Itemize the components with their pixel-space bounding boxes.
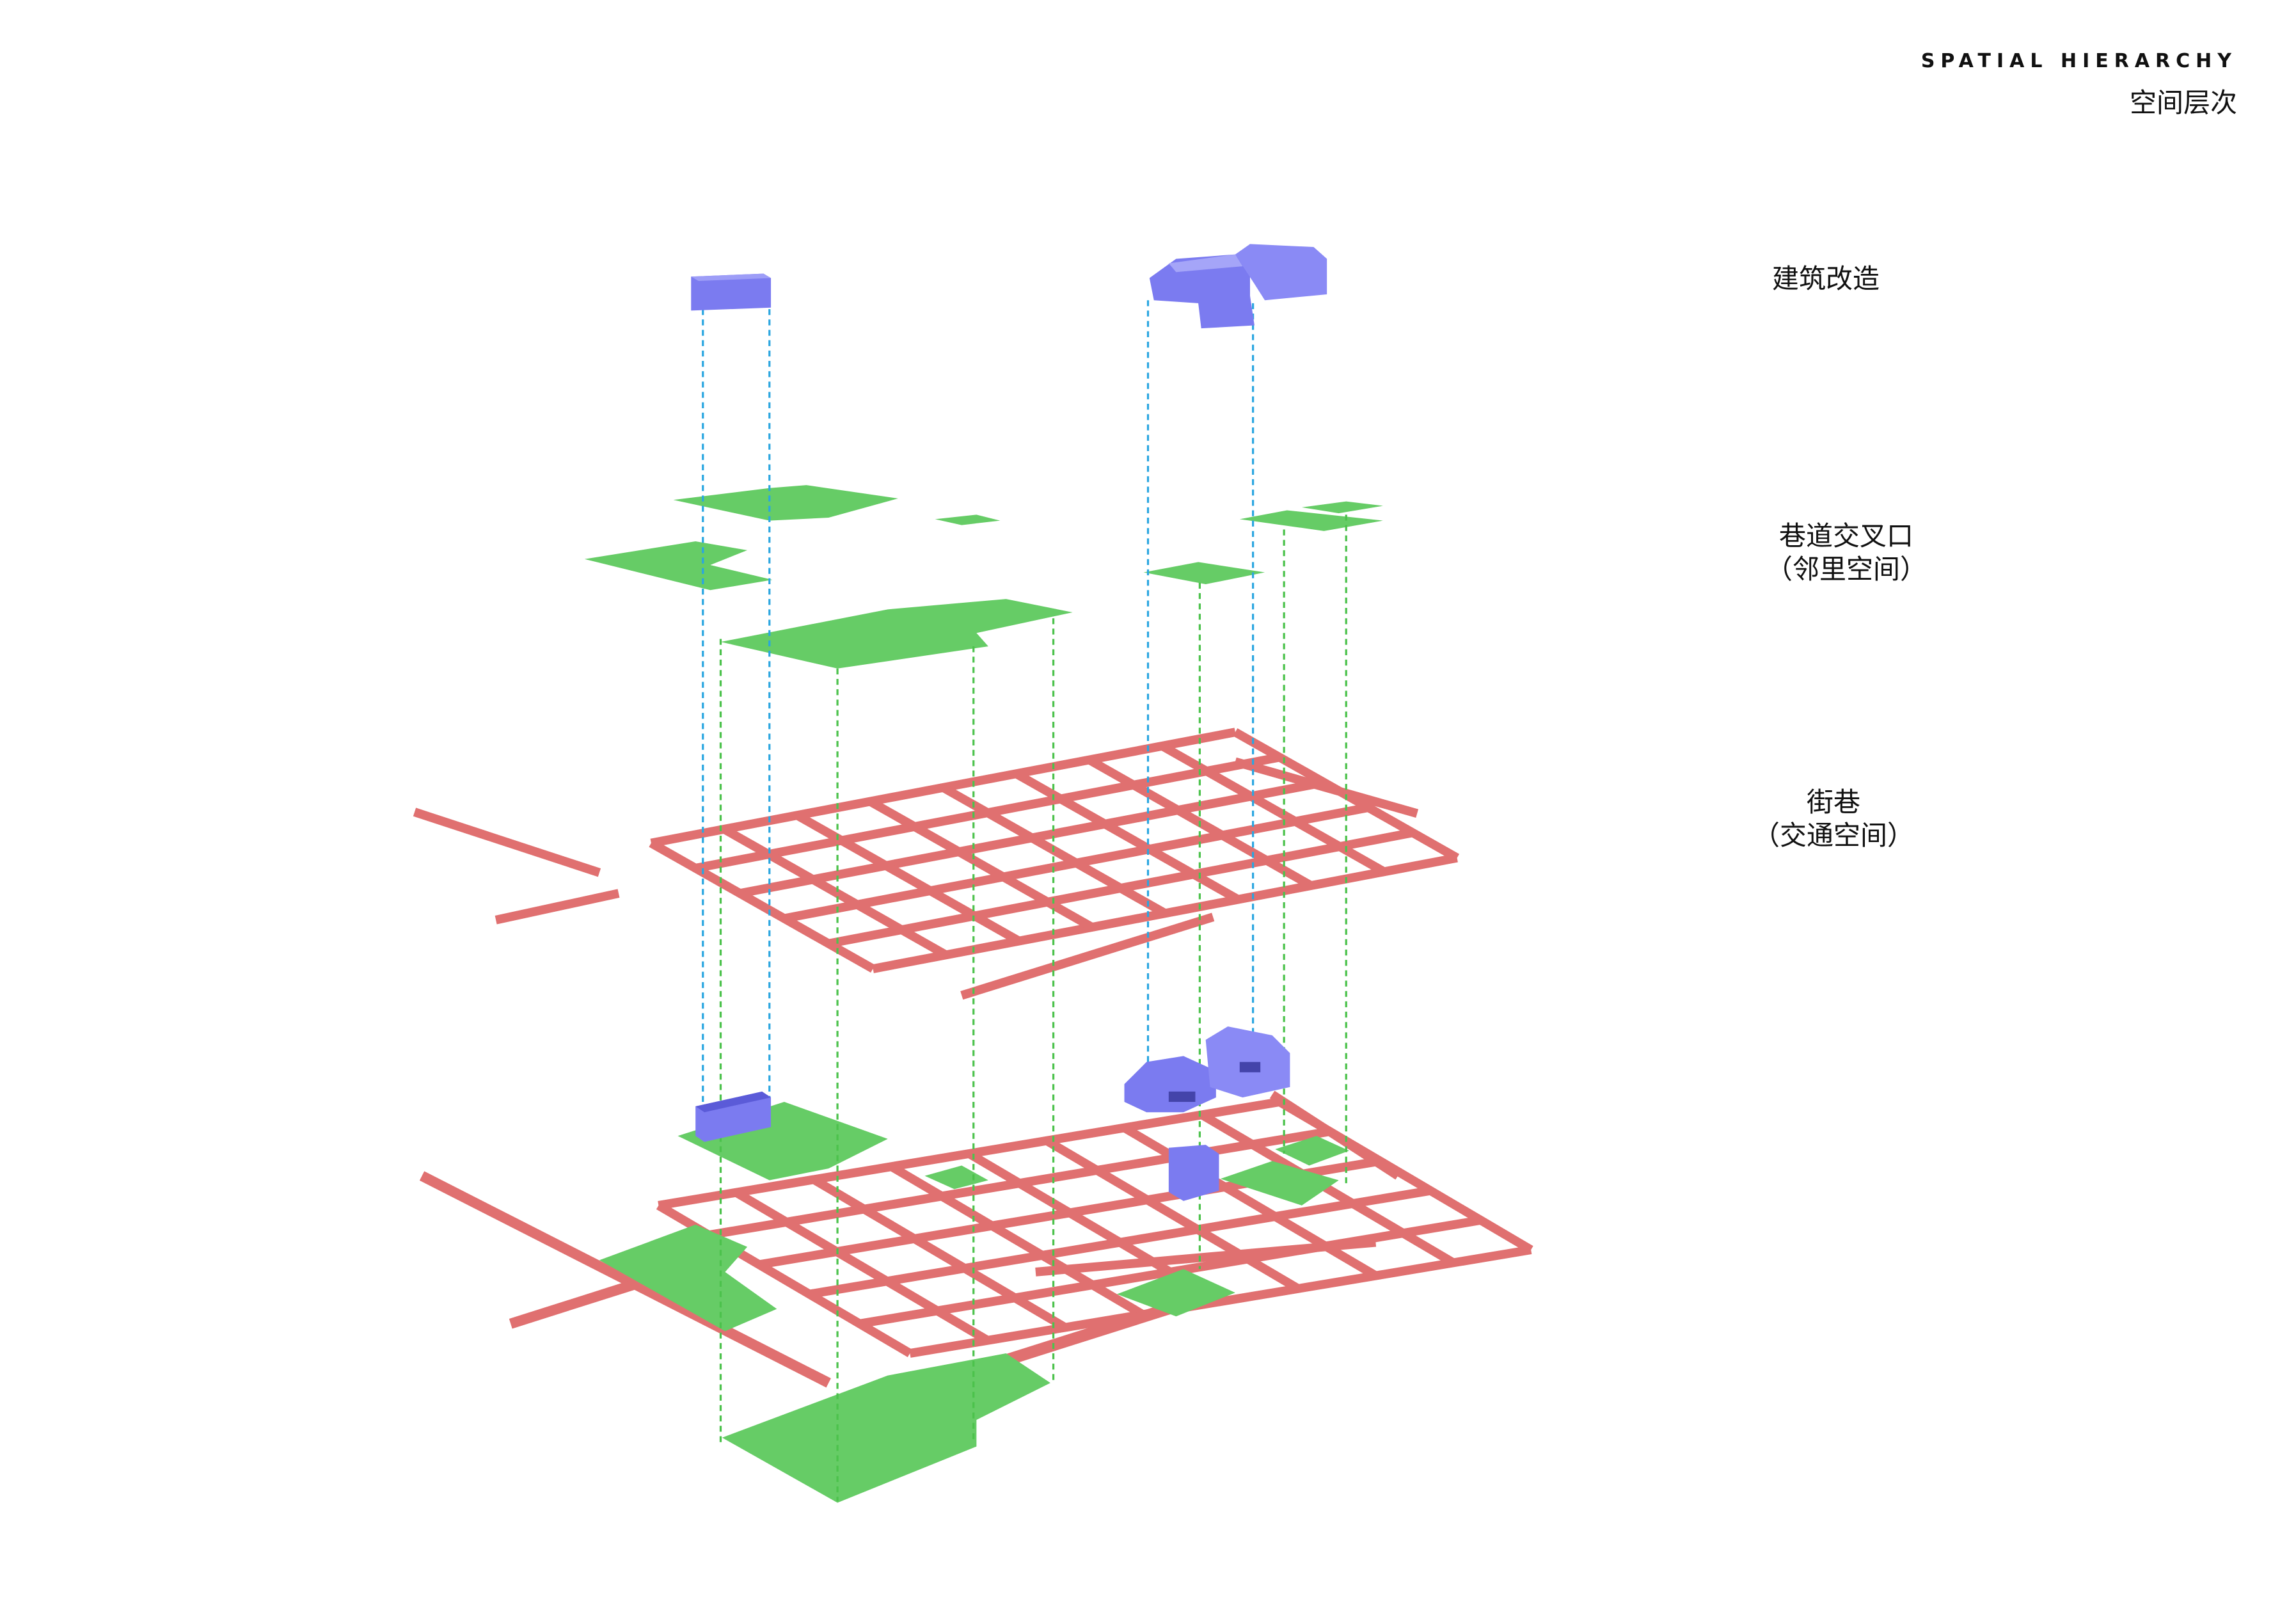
street-segment xyxy=(867,797,1095,932)
open-space-patch xyxy=(720,599,1073,669)
projection-lines xyxy=(702,300,1347,1502)
street-segment xyxy=(811,1175,1068,1332)
street-segment xyxy=(1122,1124,1378,1280)
street-layer xyxy=(413,728,1460,1000)
open-space-patch xyxy=(1301,501,1384,514)
open-space-patch xyxy=(935,514,1001,525)
open-space-patch xyxy=(1220,1161,1339,1206)
street-segment xyxy=(1269,1090,1400,1180)
open-space-patch xyxy=(1239,510,1384,531)
street-segment xyxy=(413,808,601,877)
open-space-patch xyxy=(924,1165,988,1190)
open-space-patch xyxy=(584,541,773,591)
street-segment xyxy=(795,811,1022,945)
street-segment xyxy=(509,1278,638,1329)
street-segment xyxy=(1035,1238,1377,1277)
layer-label-line: 巷道交叉口 xyxy=(1779,520,1914,552)
street-segment xyxy=(722,825,949,959)
layer-label-street: 街巷 （交通空间） xyxy=(1753,786,1914,852)
open-space-patch xyxy=(1116,1269,1235,1317)
street-segment xyxy=(1044,1136,1301,1293)
street-segment xyxy=(734,1188,990,1344)
layer-label-subline: （交通空间） xyxy=(1753,820,1915,851)
open-space-patch xyxy=(599,1224,777,1332)
title-chinese: 空间层次 xyxy=(2129,87,2237,118)
ground-building-a xyxy=(695,1091,772,1142)
ground-building-b xyxy=(1124,1026,1290,1201)
layer-label-line: 建筑改造 xyxy=(1772,263,1880,294)
open-space-patch xyxy=(722,1353,1050,1503)
street-segment xyxy=(419,1171,831,1388)
open-space-layer xyxy=(584,485,1384,669)
open-space-patch xyxy=(1275,1136,1349,1166)
open-space-patch xyxy=(1143,562,1265,585)
layer-label-subline: （邻里空间） xyxy=(1766,553,1928,585)
building-layer xyxy=(691,244,1327,1201)
title-english: SPATIAL HIERARCHY xyxy=(1920,50,2237,72)
street-segment xyxy=(649,839,875,973)
street-segment xyxy=(495,889,620,925)
building-renovation-b xyxy=(1149,244,1327,329)
street-segment xyxy=(1199,1111,1456,1267)
street-segment xyxy=(889,1163,1145,1319)
diagram-title: SPATIAL HIERARCHY 空间层次 xyxy=(1921,50,2237,120)
building-renovation-a xyxy=(691,273,772,311)
street-segment xyxy=(960,912,1215,1000)
layer-label-building: 建筑改造 xyxy=(1772,262,1880,296)
open-space-patch xyxy=(673,485,898,521)
street-segment xyxy=(1233,757,1419,818)
layer-label-line: 街巷 xyxy=(1807,786,1861,818)
ground-street-network xyxy=(419,1090,1533,1404)
layer-label-intersection: 巷道交叉口 （邻里空间） xyxy=(1766,520,1927,586)
